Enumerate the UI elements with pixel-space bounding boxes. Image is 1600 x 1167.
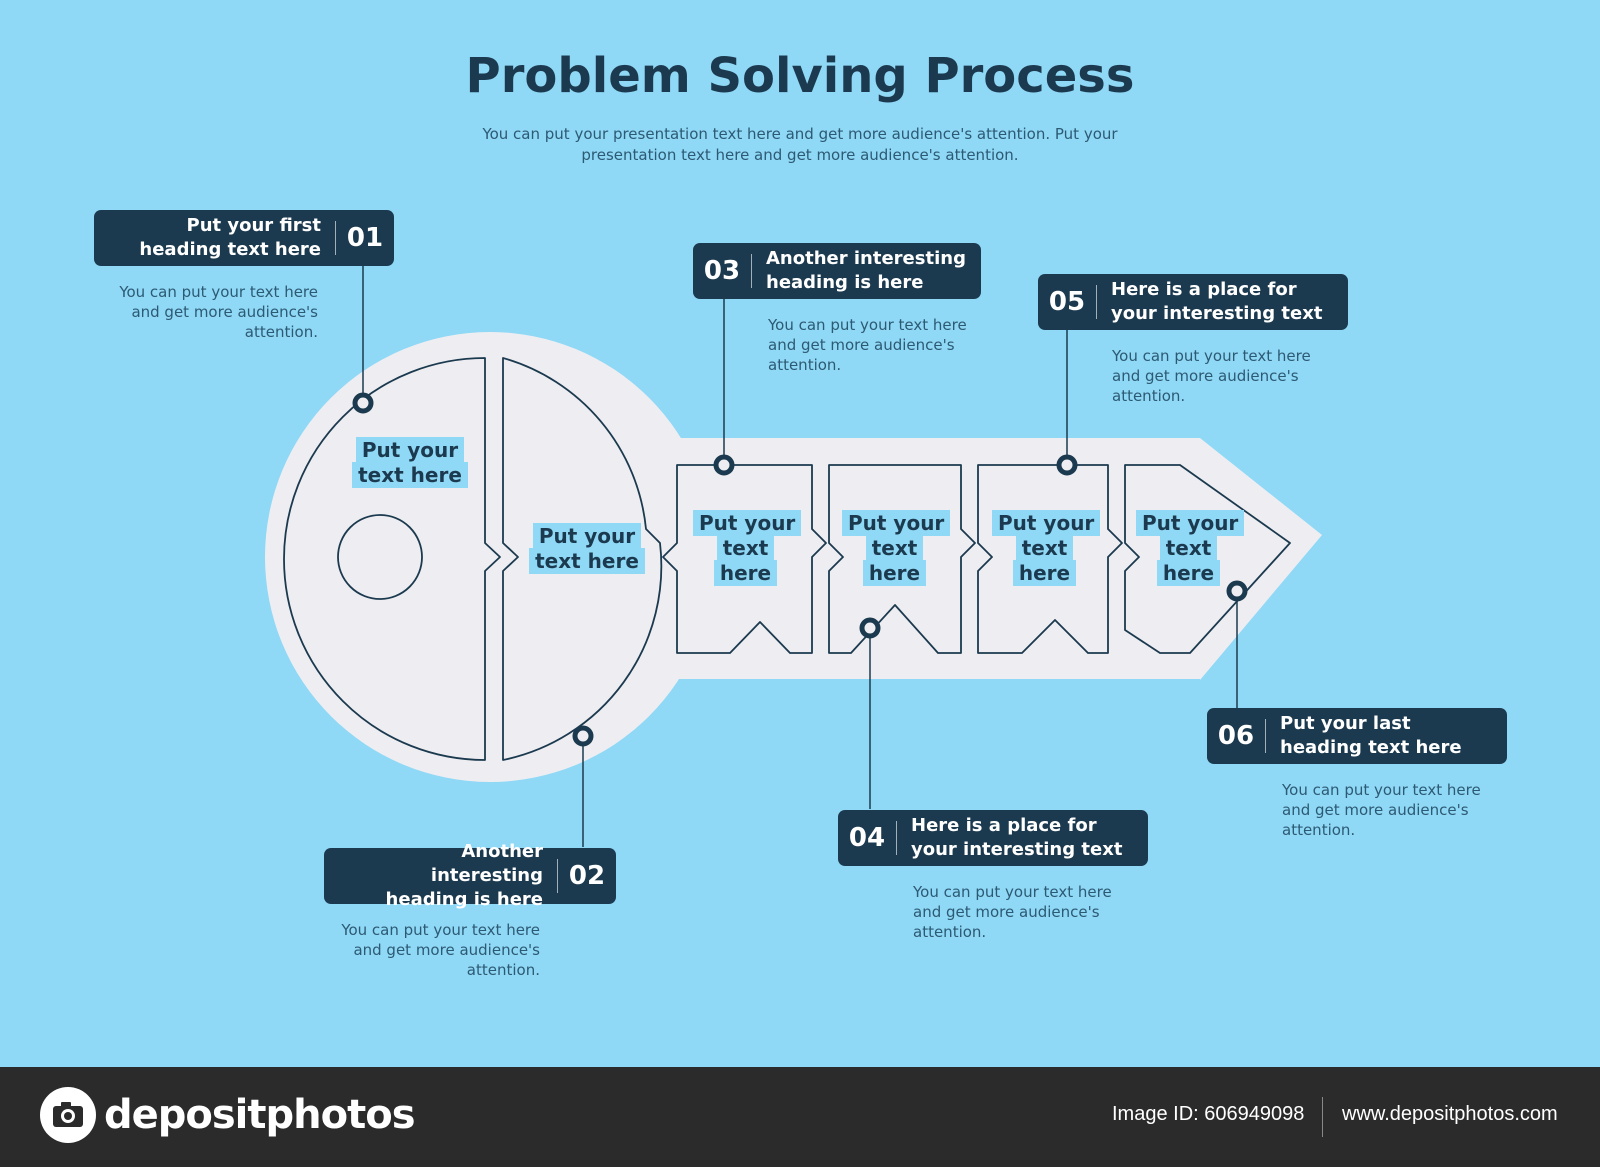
step-05-number: 05 xyxy=(1048,287,1086,317)
segment-label-4: Put your text here xyxy=(842,510,951,586)
connector-dot-02 xyxy=(572,725,594,747)
camera-logo-icon xyxy=(40,1087,96,1143)
connector-dot-05 xyxy=(1056,454,1078,476)
step-06-heading: Put your last heading text here xyxy=(1280,713,1462,758)
step-05-heading-box: 05 Here is a place for your interesting … xyxy=(1038,274,1348,330)
page-title: Problem Solving Process xyxy=(465,48,1135,104)
footer-bar: depositphotos Image ID: 606949098 www.de… xyxy=(0,1067,1600,1167)
segment-label-1: Put your text here xyxy=(345,437,475,488)
segment-label-text: Put your text here xyxy=(842,510,951,586)
page-subtitle: You can put your presentation text here … xyxy=(482,125,1118,164)
connector-dot-01 xyxy=(352,392,374,414)
step-05-separator xyxy=(1096,285,1097,319)
connector-dots xyxy=(352,392,1248,747)
key-outline xyxy=(283,357,1291,761)
step-03-description: You can put your text here and get more … xyxy=(768,316,967,374)
brand-name: depositphotos xyxy=(104,1092,416,1138)
step-03-heading-box: 03 Another interesting heading is here xyxy=(693,243,981,299)
step-01-description: You can put your text here and get more … xyxy=(119,283,318,341)
step-05-heading: Here is a place for your interesting tex… xyxy=(1111,279,1323,324)
step-03-separator xyxy=(751,254,752,288)
step-06-separator xyxy=(1265,719,1266,753)
segment-label-6: Put your text here xyxy=(1136,510,1245,586)
segment-label-text: Put your text here xyxy=(352,437,468,488)
segment-label-text: Put your text here xyxy=(693,510,802,586)
step-06-heading-box: 06 Put your last heading text here xyxy=(1207,708,1507,764)
connector-dot-06 xyxy=(1226,580,1248,602)
image-id: Image ID: 606949098 xyxy=(1112,1103,1305,1125)
segment-label-text: Put your text here xyxy=(1136,510,1245,586)
step-01-number: 01 xyxy=(346,223,384,253)
footer-divider xyxy=(1322,1097,1323,1137)
connector-dot-03 xyxy=(713,454,735,476)
step-05-description: You can put your text here and get more … xyxy=(1112,347,1311,405)
step-02-heading-box: Another interesting heading is here 02 xyxy=(324,841,616,910)
connector-lines xyxy=(362,266,1238,847)
segment-label-5: Put your text here xyxy=(992,510,1101,586)
segment-label-text: Put your text here xyxy=(992,510,1101,586)
step-03-number: 03 xyxy=(703,256,741,286)
step-04-heading: Here is a place for your interesting tex… xyxy=(911,815,1123,860)
step-01-heading-box: Put your first heading text here 01 xyxy=(94,210,394,266)
connector-dot-04 xyxy=(859,617,881,639)
website-link[interactable]: www.depositphotos.com xyxy=(1342,1103,1558,1125)
step-02-heading: Another interesting heading is here xyxy=(385,841,543,910)
step-02-separator xyxy=(557,859,558,893)
step-01-heading: Put your first heading text here xyxy=(139,215,321,260)
step-02-description: You can put your text here and get more … xyxy=(341,921,540,979)
step-04-description: You can put your text here and get more … xyxy=(913,883,1112,941)
step-06-number: 06 xyxy=(1217,721,1255,751)
step-04-separator xyxy=(896,821,897,855)
step-04-number: 04 xyxy=(848,823,886,853)
segment-label-text: Put your text here xyxy=(529,523,645,574)
step-02-number: 02 xyxy=(568,861,606,891)
segment-label-2: Put your text here xyxy=(522,523,652,574)
segment-label-3: Put your text here xyxy=(693,510,802,586)
step-04-heading-box: 04 Here is a place for your interesting … xyxy=(838,810,1148,866)
step-01-separator xyxy=(335,221,336,255)
step-03-heading: Another interesting heading is here xyxy=(766,248,966,293)
infographic: Problem Solving Process You can put your… xyxy=(94,48,1507,979)
brand-logo[interactable]: depositphotos xyxy=(40,1087,416,1143)
step-06-description: You can put your text here and get more … xyxy=(1282,781,1481,839)
